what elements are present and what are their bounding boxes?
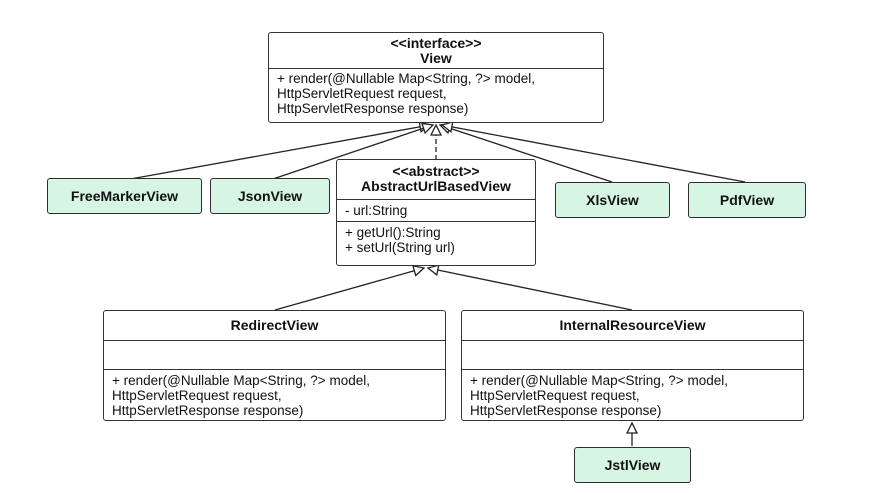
xls-view-class[interactable]: XlsView [555, 182, 670, 218]
edge-internalresourceview-to-abstracturlbasedview [428, 268, 633, 311]
method-line: HttpServletResponse response) [112, 403, 304, 418]
abstract-url-based-view-header: <<abstract>> AbstractUrlBasedView [337, 160, 535, 200]
internal-resource-view-fields [462, 341, 803, 370]
method-line: HttpServletRequest request, [112, 388, 282, 403]
edge-xlsview-to-view [440, 125, 613, 183]
edge-redirectview-to-abstracturlbasedview [274, 268, 424, 311]
jstl-view-name: JstlView [604, 457, 661, 473]
view-methods: + render(@Nullable Map<String, ?> model,… [269, 69, 603, 116]
view-header: <<interface>> View [269, 33, 603, 69]
internal-resource-view-methods: + render(@Nullable Map<String, ?> model,… [462, 370, 803, 418]
abstract-url-based-view-fields: - url:String [337, 200, 535, 222]
redirect-view-methods: + render(@Nullable Map<String, ?> model,… [104, 370, 445, 418]
pdf-view-name: PdfView [719, 192, 775, 208]
method-line: HttpServletRequest request, [470, 388, 640, 403]
free-marker-view-class[interactable]: FreeMarkerView [47, 178, 202, 214]
view-stereotype: <<interface>> [390, 35, 482, 51]
method-line: HttpServletResponse response) [470, 403, 662, 418]
xls-view-name: XlsView [586, 192, 639, 208]
redirect-view-name: RedirectView [230, 317, 319, 333]
view-method-line: HttpServletRequest request, [277, 86, 447, 101]
pdf-view-class[interactable]: PdfView [688, 182, 806, 218]
edge-pdfview-to-view [442, 125, 746, 183]
internal-resource-view-header: InternalResourceView [462, 311, 803, 341]
abstract-stereotype: <<abstract>> [392, 163, 480, 179]
redirect-view-class[interactable]: RedirectView + render(@Nullable Map<Stri… [103, 310, 446, 421]
abstract-url-based-view-name: AbstractUrlBasedView [361, 178, 511, 194]
method-line: + getUrl():String [345, 225, 441, 240]
view-method-line: + render(@Nullable Map<String, ?> model, [277, 71, 535, 86]
abstract-url-based-view-methods: + getUrl():String + setUrl(String url) [337, 222, 535, 255]
redirect-view-fields [104, 341, 445, 370]
method-line: + render(@Nullable Map<String, ?> model, [112, 373, 370, 388]
free-marker-view-name: FreeMarkerView [70, 188, 179, 204]
redirect-view-header: RedirectView [104, 311, 445, 341]
view-method-line: HttpServletResponse response) [277, 101, 469, 116]
json-view-name: JsonView [237, 188, 303, 204]
view-interface-class[interactable]: <<interface>> View + render(@Nullable Ma… [268, 32, 604, 123]
abstract-url-based-view-class[interactable]: <<abstract>> AbstractUrlBasedView - url:… [336, 159, 536, 266]
jstl-view-class[interactable]: JstlView [574, 447, 691, 483]
method-line: + setUrl(String url) [345, 240, 455, 255]
field-line: - url:String [345, 203, 408, 218]
view-name: View [420, 50, 452, 66]
edge-freemarkerview-to-view [124, 125, 430, 181]
method-line: + render(@Nullable Map<String, ?> model, [470, 373, 728, 388]
json-view-class[interactable]: JsonView [210, 178, 330, 214]
edge-jsonview-to-view [269, 125, 433, 181]
internal-resource-view-name: InternalResourceView [559, 317, 706, 333]
internal-resource-view-class[interactable]: InternalResourceView + render(@Nullable … [461, 310, 804, 421]
